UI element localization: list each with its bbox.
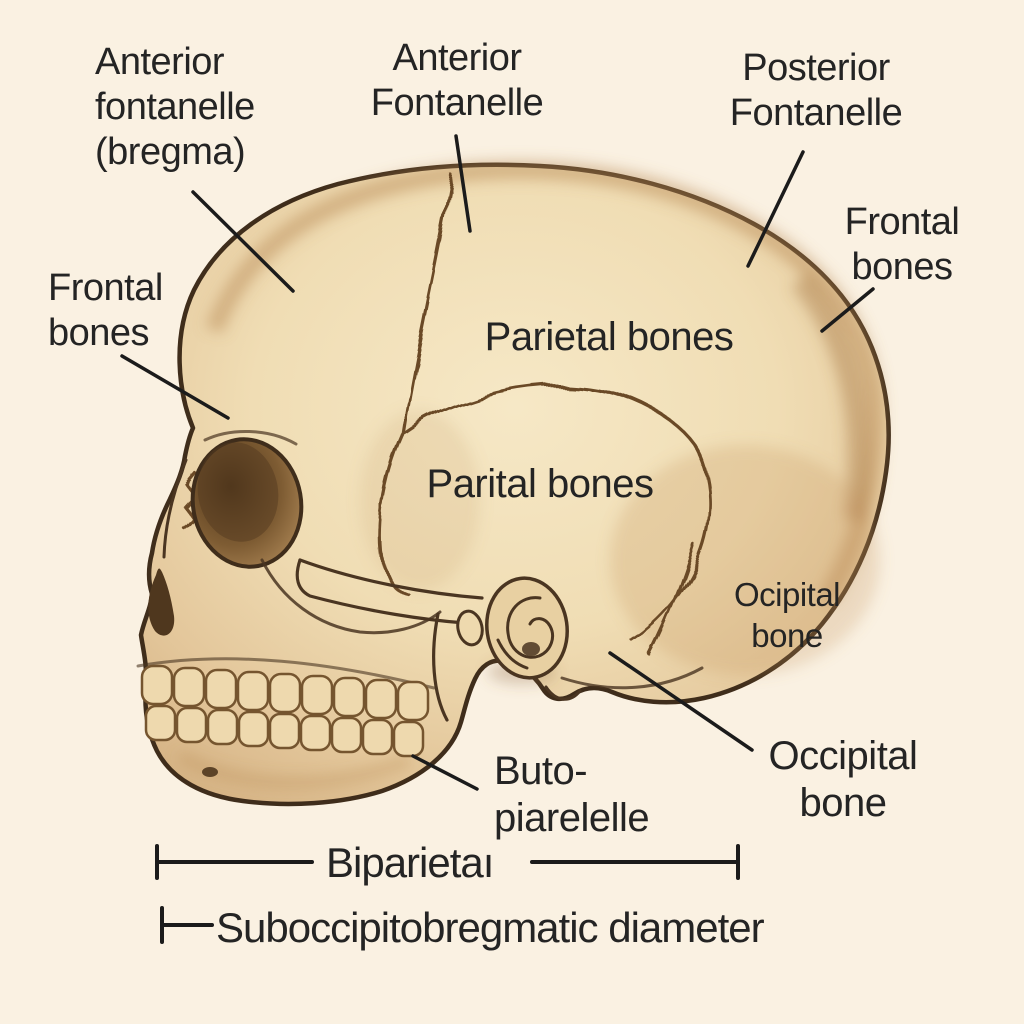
label-parietal-bones: Parietal bones: [484, 315, 734, 359]
cheek-curve: [260, 558, 442, 635]
tooth: [237, 710, 270, 748]
tooth: [268, 712, 301, 750]
leader-anterior-fontanelle-bregma: [191, 190, 295, 293]
mastoid-notch: [544, 685, 582, 701]
leader-anterior-fontanelle: [454, 134, 472, 233]
leader-occipital-bone: [608, 651, 754, 752]
measurement-lines: [155, 844, 740, 944]
tooth: [299, 714, 332, 752]
nasal-aperture: [148, 568, 175, 636]
tooth: [300, 674, 334, 716]
ear-spiral: [506, 596, 554, 659]
leader-posterior-fontanelle: [746, 150, 805, 268]
sphenoid-suture: [378, 433, 412, 598]
label-frontal-bones-left: Frontal bones: [48, 267, 163, 354]
jaw-condyle: [456, 609, 484, 647]
nasal-suture: [181, 473, 199, 529]
upper-teeth-row: [140, 664, 430, 722]
tooth: [206, 708, 239, 746]
nasal-bridge-line: [162, 458, 188, 559]
tooth: [332, 676, 366, 718]
label-posterior-fontanelle: Posterior Fontanelle: [729, 47, 903, 134]
biparietal-measure-line: [155, 844, 740, 880]
tooth: [268, 672, 302, 714]
sutures: [181, 174, 712, 657]
tooth: [236, 670, 270, 712]
tooth: [172, 666, 206, 708]
label-ocipital-bone: Ocipital bone: [733, 576, 841, 655]
lambdoid-suture: [648, 543, 696, 657]
tooth: [396, 680, 430, 722]
tooth: [204, 668, 238, 710]
label-buto-piarelelle: Buto- piarelelle: [494, 749, 650, 841]
tooth: [144, 704, 177, 742]
label-occipital-bone: Occipital bone: [768, 734, 918, 826]
coronal-suture: [401, 174, 454, 437]
leader-frontal-bones-left: [120, 354, 230, 420]
leader-frontal-bones-right: [820, 287, 875, 333]
label-anterior-fontanelle: Anterior Fontanelle: [370, 37, 544, 124]
leader-buto-piarelelle: [411, 754, 479, 791]
tooth: [330, 716, 363, 754]
ear-canal: [522, 642, 540, 656]
suboccipitobregmatic-measure-line: [160, 906, 214, 944]
tooth: [392, 720, 425, 758]
label-parital-bones: Parital bones: [426, 462, 654, 506]
eye-socket-shadow: [197, 442, 279, 542]
tooth: [361, 718, 394, 756]
label-frontal-bones-right: Frontal bones: [844, 201, 960, 288]
label-biparietal: Biparietaı: [326, 839, 494, 886]
leader-lines: [120, 134, 875, 791]
tooth: [364, 678, 398, 720]
label-anterior-fontanelle-bregma: Anterior fontanelle (bregma): [95, 41, 255, 173]
facial-features: [136, 430, 704, 777]
tooth: [140, 664, 174, 706]
tragus-line: [496, 638, 529, 670]
zygomatic-arch-lower: [295, 558, 467, 625]
lower-teeth-row: [144, 704, 425, 758]
ramus-front-edge: [432, 612, 449, 722]
label-suboccipitobregmatic-diameter: Suboccipitobregmatic diameter: [216, 904, 765, 951]
squamosal-suture-ring: [403, 383, 712, 642]
skull-base-line: [560, 666, 704, 690]
brow-ridge: [203, 430, 298, 446]
gum-line: [136, 657, 436, 690]
mental-foramen-dot: [202, 767, 218, 777]
tooth: [175, 706, 208, 744]
zygomatic-arch-upper: [298, 558, 484, 600]
